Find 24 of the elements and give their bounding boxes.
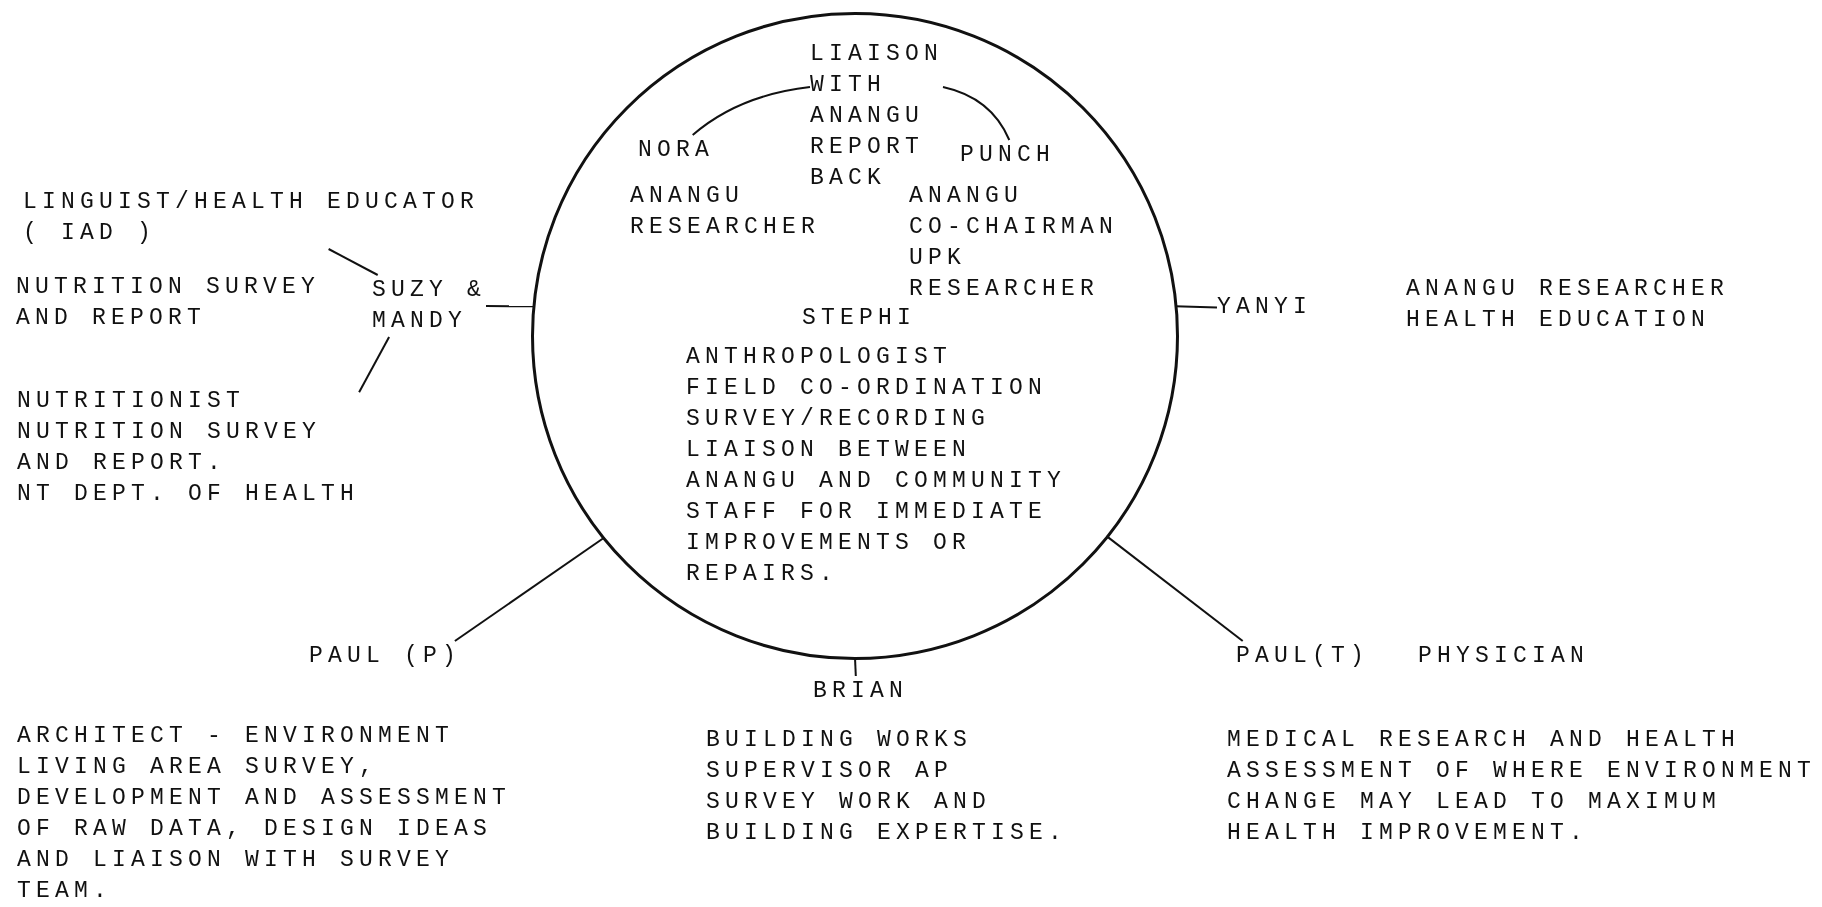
name-label: YANYI	[1217, 292, 1312, 323]
name-label: BRIAN	[813, 676, 908, 707]
name-label: PUNCH	[960, 141, 1056, 170]
connector-line	[691, 86, 811, 136]
role-description: ANANGU RESEARCHER	[630, 183, 821, 242]
name-label: PAUL(T)	[1236, 641, 1370, 672]
role-description: ARCHITECT - ENVIRONMENT LIVING AREA SURVEY, DEVELOPMENT AND ASSESSMENT OF RAW DATA, DESIGN IDEAS AND LIAISON WITH SURVEY TEAM.	[17, 722, 512, 906]
name-label: LINGUIST/HEALTH EDUCATOR ( IAD )	[23, 187, 480, 249]
role-description: ANANGU CO-CHAIRMAN UPK RESEARCHER	[909, 182, 1119, 304]
name-label: NUTRITIONIST NUTRITION SURVEY AND REPORT.	[17, 387, 323, 478]
role-description: ANANGU RESEARCHER HEALTH EDUCATION	[1406, 275, 1730, 335]
role-description: NT DEPT. OF HEALTH	[17, 480, 360, 509]
role-description: ANTHROPOLOGIST FIELD CO-ORDINATION SURVEY/RECORDING LIAISON BETWEEN ANANGU AND COMMUNITY STAFF FOR IMMEDIATE IMPROVEMENTS OR REPAIRS.	[686, 343, 1067, 589]
connector-line	[358, 336, 391, 394]
name-label: PAUL (P)	[309, 641, 462, 672]
role-description: NUTRITION SURVEY AND REPORT	[16, 273, 321, 333]
name-label: STEPHI	[802, 304, 916, 333]
name-label: SUZY & MANDY	[372, 275, 487, 337]
role-description: MEDICAL RESEARCH AND HEALTH ASSESSMENT OF WHERE ENVIRONMENT CHANGE MAY LEAD TO MAXIMUM HEALTH IMPROVEMENT.	[1227, 726, 1817, 848]
connector-line	[942, 86, 1011, 141]
role-description: BUILDING WORKS SUPERVISOR AP SURVEY WORK AND BUILDING EXPERTISE.	[706, 726, 1068, 848]
role-description: PHYSICIAN	[1418, 642, 1590, 671]
connector-line	[327, 248, 379, 276]
circle	[531, 12, 1179, 660]
